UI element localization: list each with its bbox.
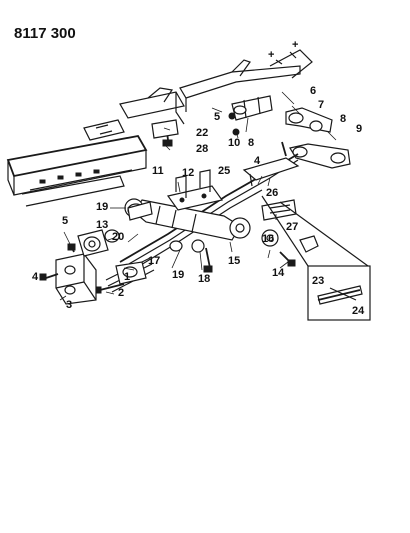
frame-rail [6, 119, 148, 207]
callout-9: 9 [356, 123, 362, 135]
callout-7: 7 [318, 99, 324, 111]
callout-16: 16 [262, 233, 274, 245]
callout-28: 28 [196, 143, 208, 155]
callout-27: 27 [286, 221, 298, 233]
callout-10: 10 [228, 137, 240, 149]
svg-text:+: + [292, 39, 298, 51]
callout-13: 13 [96, 219, 108, 231]
rear-frame-section: + + [179, 39, 313, 112]
callout-8-right: 8 [340, 113, 346, 125]
callout-12: 12 [182, 167, 194, 179]
spring-bushings [104, 201, 205, 253]
callout-6: 6 [310, 85, 316, 97]
callout-19-lower: 19 [172, 269, 184, 281]
svg-text:+: + [268, 49, 274, 61]
fasteners [67, 112, 296, 294]
callout-4-right: 4 [254, 155, 261, 167]
callout-18: 18 [198, 273, 210, 285]
callout-labels: 1 2 3 4 4 5 5 6 7 8 8 9 10 11 12 13 14 1… [32, 85, 365, 317]
callout-11: 11 [152, 165, 164, 177]
callout-14: 14 [272, 267, 285, 279]
callout-25: 25 [218, 165, 230, 177]
callout-22: 22 [196, 127, 208, 139]
callout-19-left: 19 [96, 201, 108, 213]
wheel-end [261, 229, 319, 253]
callout-2: 2 [118, 287, 124, 299]
callout-3: 3 [66, 299, 72, 311]
front-hanger-bracket [39, 253, 97, 305]
callout-24: 24 [352, 305, 365, 317]
callout-4-left: 4 [32, 271, 39, 283]
leader-lines [59, 91, 337, 301]
doc-id: 8117 300 [14, 25, 76, 42]
crossmember-bracket [119, 87, 185, 125]
detail-inset [261, 195, 371, 321]
callout-8-left: 8 [248, 137, 254, 149]
callout-5-top: 5 [214, 111, 220, 123]
rear-shackle-assembly [231, 95, 351, 169]
callout-17: 17 [148, 255, 160, 267]
spring-bumper [242, 157, 300, 187]
callout-5-left: 5 [62, 215, 68, 227]
callout-1: 1 [124, 271, 130, 283]
callout-26: 26 [266, 187, 278, 199]
callout-23: 23 [312, 275, 324, 287]
callout-15: 15 [228, 255, 240, 267]
callout-20: 20 [112, 231, 124, 243]
